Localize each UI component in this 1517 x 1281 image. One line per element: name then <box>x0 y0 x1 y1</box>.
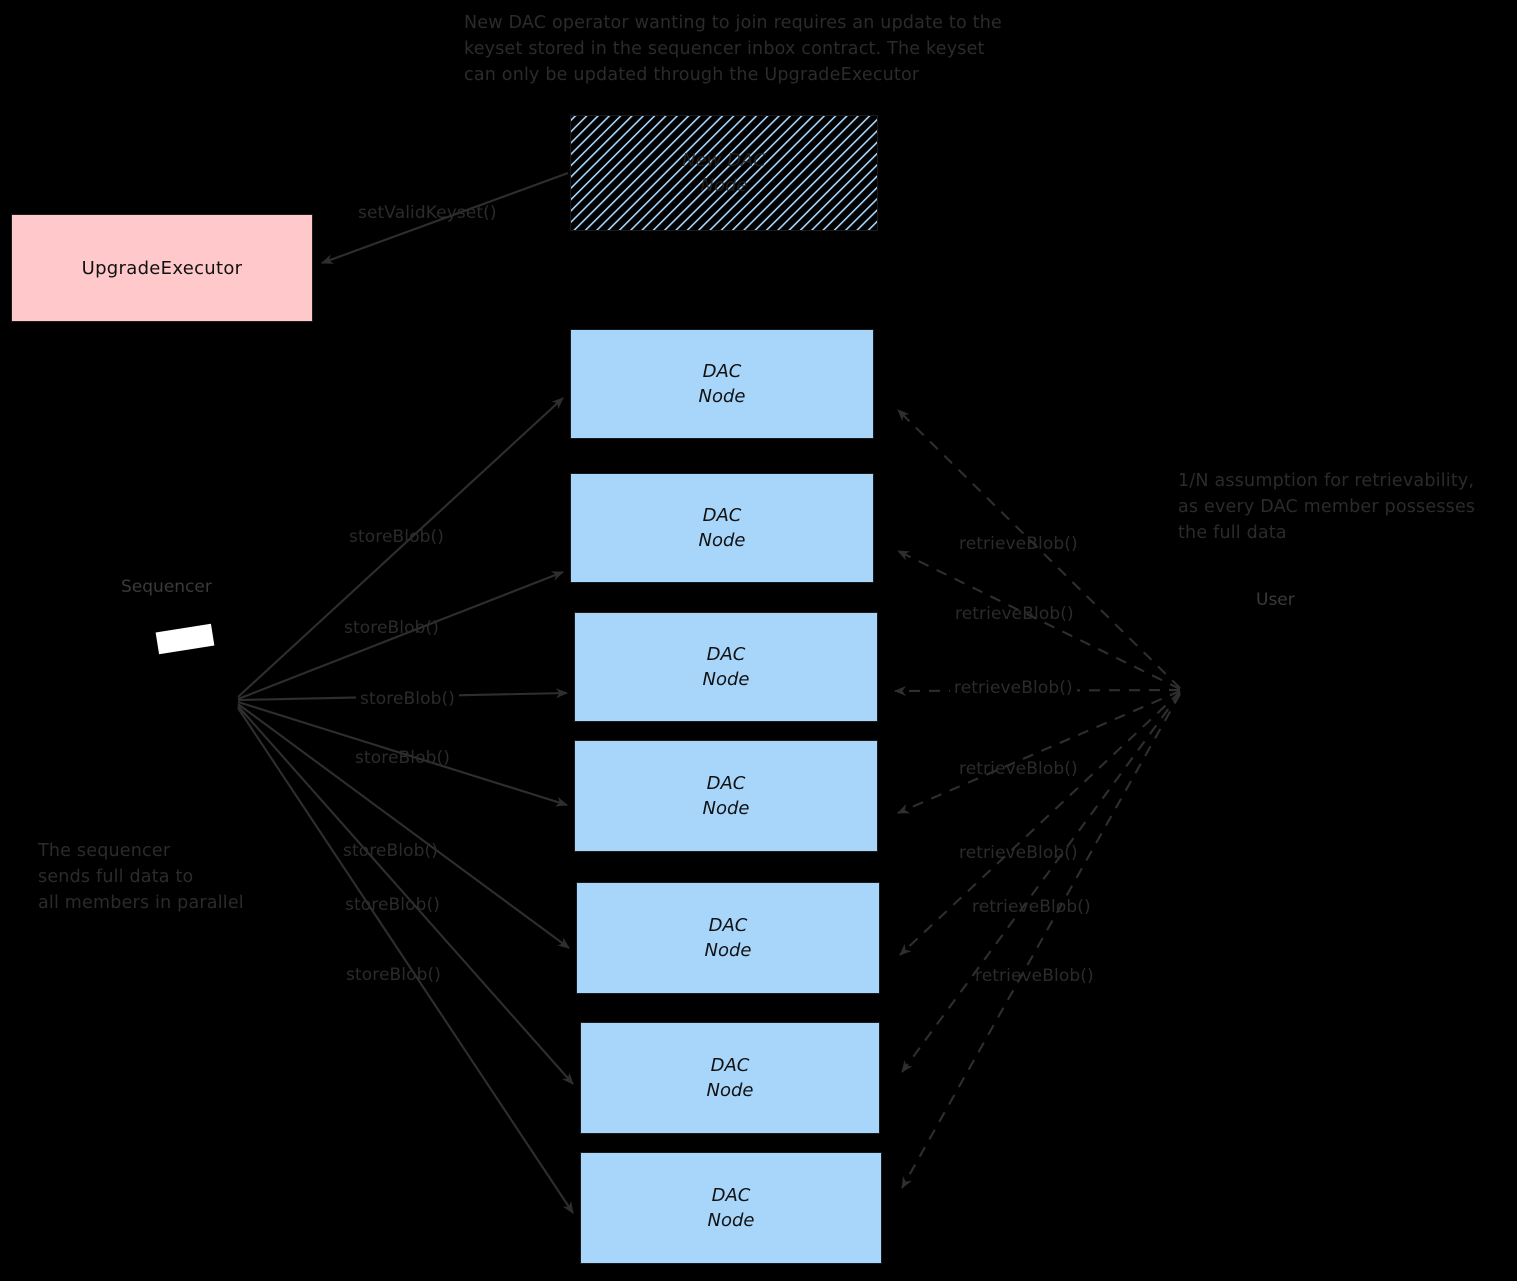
edge-label-retrieve-blob: retrieveBlob() <box>972 897 1091 917</box>
edge-label-retrieve-blob: retrieveBlob() <box>959 843 1078 863</box>
edge-retrieve-blob-5 <box>899 691 1181 956</box>
edge-label-store-blob: storeBlob() <box>344 618 439 638</box>
edge-store-blob-5 <box>237 703 570 949</box>
sequencer-parallel-note: The sequencer sends full data to all mem… <box>38 841 244 913</box>
dac-node-label: DAC Node <box>702 773 750 819</box>
edge-retrieve-blob-2 <box>897 550 1181 690</box>
new-dac-node-label: New DAC Node <box>682 150 766 196</box>
edge-retrieve-blob-1 <box>897 409 1181 689</box>
dac-node-label: DAC Node <box>698 505 746 551</box>
edge-label-store-blob: storeBlob() <box>349 527 444 547</box>
dac-node-box[interactable]: DAC Node <box>576 882 880 994</box>
edge-group-store-blob <box>237 397 574 1214</box>
dac-node-label: DAC Node <box>706 1055 754 1101</box>
edge-store-blob-7 <box>237 707 574 1214</box>
edge-group-retrieve-blob <box>894 409 1181 1189</box>
edge-store-blob-2 <box>237 571 564 700</box>
dac-node-box[interactable]: DAC Node <box>570 329 874 439</box>
edge-retrieve-blob-7 <box>901 693 1181 1189</box>
dac-node-box[interactable]: DAC Node <box>570 473 874 583</box>
edge-label-retrieve-blob: retrieveBlob() <box>950 678 1077 698</box>
dac-node-box[interactable]: DAC Node <box>574 740 878 852</box>
dac-node-box[interactable]: DAC Node <box>574 612 878 722</box>
edge-label-retrieve-blob: retrieveBlob() <box>959 534 1078 554</box>
edge-label-retrieve-blob: retrieveBlob() <box>959 759 1078 779</box>
edge-label-store-blob: storeBlob() <box>345 895 440 915</box>
edge-label-store-blob: storeBlob() <box>346 965 441 985</box>
new-dac-node-box[interactable]: New DAC Node <box>570 115 878 231</box>
edge-label-retrieve-blob: retrieveBlob() <box>955 604 1074 624</box>
dac-node-label: DAC Node <box>702 644 750 690</box>
edge-retrieve-blob-6 <box>901 692 1181 1073</box>
upgrade-executor-box[interactable]: UpgradeExecutor <box>11 214 313 322</box>
dac-node-label: DAC Node <box>704 915 752 961</box>
retrievability-assumption-note: 1/N assumption for retrievability, as ev… <box>1178 471 1476 543</box>
edge-label-store-blob: storeBlob() <box>355 748 450 768</box>
dac-node-label: DAC Node <box>698 361 746 407</box>
edge-store-blob-1 <box>237 397 564 698</box>
edge-retrieve-blob-4 <box>897 690 1181 814</box>
edge-set-valid-keyset <box>321 172 569 264</box>
dac-node-box[interactable]: DAC Node <box>580 1152 882 1264</box>
new-dac-operator-note: New DAC operator wanting to join require… <box>464 13 1002 85</box>
dac-node-box[interactable]: DAC Node <box>580 1022 880 1134</box>
edge-label-store-blob: storeBlob() <box>356 689 459 709</box>
edge-label-store-blob: storeBlob() <box>343 841 438 861</box>
upgrade-executor-label: UpgradeExecutor <box>81 257 243 279</box>
new-dac-node-hatch-fill <box>571 116 877 230</box>
edge-label-retrieve-blob: retrieveBlob() <box>975 966 1094 986</box>
edge-store-blob-4 <box>237 700 568 807</box>
edge-label-set-valid-keyset: setValidKeyset() <box>358 203 497 223</box>
user-label: User <box>1256 590 1295 610</box>
sequencer-label: Sequencer <box>121 577 212 597</box>
edge-store-blob-6 <box>237 705 574 1085</box>
dac-node-label: DAC Node <box>707 1185 755 1231</box>
